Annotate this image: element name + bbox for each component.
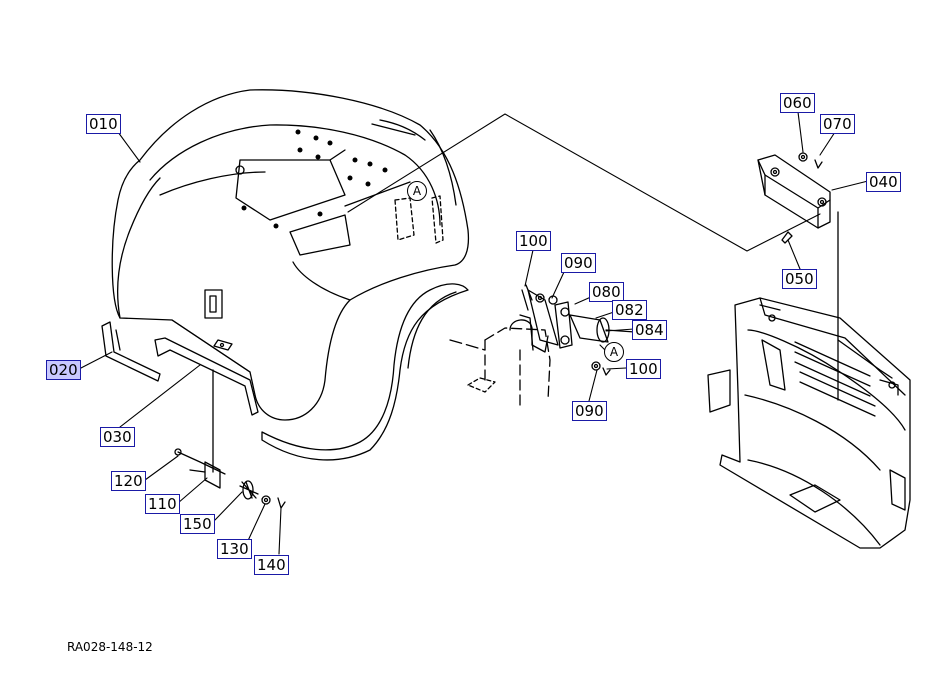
part-label-080[interactable]: 080 [589, 282, 624, 302]
part-label-130[interactable]: 130 [217, 539, 252, 559]
part-label-140[interactable]: 140 [254, 555, 289, 575]
part-label-050[interactable]: 050 [782, 269, 817, 289]
view-marker-a-lower: A [604, 342, 624, 362]
part-label-084[interactable]: 084 [632, 320, 667, 340]
part-label-030[interactable]: 030 [100, 427, 135, 447]
shroud-drawing [707, 297, 911, 549]
leader-lines [78, 111, 869, 555]
part-label-082[interactable]: 082 [612, 300, 647, 320]
view-marker-a-upper: A [407, 181, 427, 201]
part-label-110[interactable]: 110 [145, 494, 180, 514]
hinge-bracket-drawing [757, 152, 839, 401]
part-label-090-upper[interactable]: 090 [561, 253, 596, 273]
part-label-090-lower[interactable]: 090 [572, 401, 607, 421]
latch-drawing [174, 369, 286, 509]
hood-drawing [111, 89, 470, 421]
part-label-010[interactable]: 010 [86, 114, 121, 134]
part-label-100-upper[interactable]: 100 [516, 231, 551, 251]
part-label-100-lower[interactable]: 100 [626, 359, 661, 379]
drawing-reference-code: RA028-148-12 [67, 640, 153, 654]
part-label-150[interactable]: 150 [180, 514, 215, 534]
part-label-040[interactable]: 040 [866, 172, 901, 192]
part-label-120[interactable]: 120 [111, 471, 146, 491]
seal-drawing [101, 283, 469, 461]
part-label-070[interactable]: 070 [820, 114, 855, 134]
reference-lines [347, 113, 821, 252]
part-label-020[interactable]: 020 [46, 360, 81, 380]
part-label-060[interactable]: 060 [780, 93, 815, 113]
